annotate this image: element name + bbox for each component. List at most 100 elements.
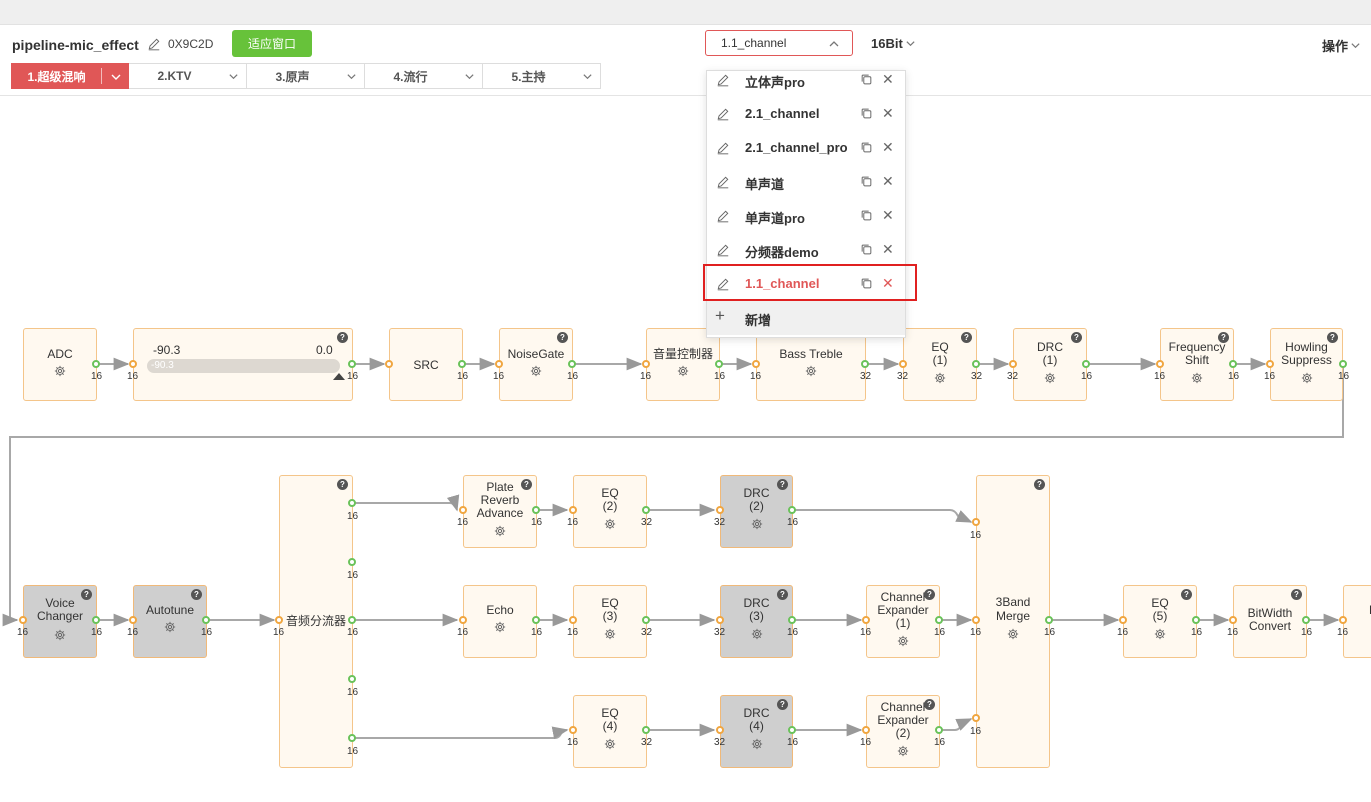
node-volume[interactable]: 音量控制器 — [646, 328, 720, 401]
output-pin[interactable] — [788, 506, 796, 514]
node-voice-changer[interactable]: Voice Changer ? — [23, 585, 97, 658]
close-icon[interactable]: ✕ — [882, 241, 894, 257]
bitwidth-select[interactable]: 16Bit — [871, 36, 916, 51]
input-pin[interactable] — [1266, 360, 1274, 368]
output-pin[interactable] — [348, 734, 356, 742]
output-pin[interactable] — [1082, 360, 1090, 368]
gear-icon[interactable] — [897, 745, 909, 757]
node-howling-suppress[interactable]: Howling Suppress ? — [1270, 328, 1343, 401]
output-pin[interactable] — [92, 360, 100, 368]
copy-icon[interactable] — [860, 243, 873, 256]
gear-icon[interactable] — [897, 635, 909, 647]
gear-icon[interactable] — [805, 365, 817, 377]
gear-icon[interactable] — [604, 628, 616, 640]
gear-icon[interactable] — [164, 621, 176, 633]
node-gain[interactable]: -90.3 0.0 -90.3 ? — [133, 328, 353, 401]
output-pin[interactable] — [972, 360, 980, 368]
output-pin[interactable] — [861, 360, 869, 368]
help-icon[interactable]: ? — [337, 479, 348, 490]
close-icon[interactable]: ✕ — [882, 71, 894, 87]
help-icon[interactable]: ? — [1327, 332, 1338, 343]
input-pin[interactable] — [1229, 616, 1237, 624]
input-pin[interactable] — [569, 616, 577, 624]
gear-icon[interactable] — [751, 738, 763, 750]
output-pin[interactable] — [935, 726, 943, 734]
output-pin[interactable] — [1229, 360, 1237, 368]
gear-icon[interactable] — [934, 372, 946, 384]
input-pin[interactable] — [569, 506, 577, 514]
gear-icon[interactable] — [1301, 372, 1313, 384]
help-icon[interactable]: ? — [777, 479, 788, 490]
input-pin[interactable] — [1009, 360, 1017, 368]
tab-scene-1[interactable]: 1.超级混响 — [11, 63, 129, 89]
tab-scene-4[interactable]: 4.流行 — [365, 63, 483, 89]
help-icon[interactable]: ? — [777, 699, 788, 710]
copy-icon[interactable] — [860, 73, 873, 86]
input-pin[interactable] — [899, 360, 907, 368]
node-drc-3[interactable]: DRC (3) ? — [720, 585, 793, 658]
dropdown-item[interactable]: 分频器demo ✕ — [707, 233, 905, 267]
close-icon[interactable]: ✕ — [882, 207, 894, 223]
input-pin[interactable] — [716, 616, 724, 624]
copy-icon[interactable] — [860, 107, 873, 120]
output-pin[interactable] — [1339, 360, 1347, 368]
input-pin[interactable] — [716, 726, 724, 734]
copy-icon[interactable] — [860, 209, 873, 222]
help-icon[interactable]: ? — [924, 699, 935, 710]
output-pin[interactable] — [348, 616, 356, 624]
dropdown-item-selected[interactable]: 1.1_channel ✕ — [707, 267, 905, 301]
output-pin[interactable] — [1045, 616, 1053, 624]
help-icon[interactable]: ? — [1034, 479, 1045, 490]
gear-icon[interactable] — [530, 365, 542, 377]
output-pin[interactable] — [532, 616, 540, 624]
help-icon[interactable]: ? — [521, 479, 532, 490]
input-pin[interactable] — [1339, 616, 1347, 624]
help-icon[interactable]: ? — [1218, 332, 1229, 343]
input-pin[interactable] — [1156, 360, 1164, 368]
input-pin[interactable] — [752, 360, 760, 368]
node-adc[interactable]: ADC — [23, 328, 97, 401]
output-pin[interactable] — [532, 506, 540, 514]
input-pin[interactable] — [972, 518, 980, 526]
output-pin[interactable] — [935, 616, 943, 624]
close-icon[interactable]: ✕ — [882, 139, 894, 155]
gear-icon[interactable] — [1044, 372, 1056, 384]
gear-icon[interactable] — [604, 518, 616, 530]
dropdown-item[interactable]: 单声道 ✕ — [707, 165, 905, 199]
node-eq-5[interactable]: EQ (5) ? — [1123, 585, 1197, 658]
gear-icon[interactable] — [751, 518, 763, 530]
gain-slider[interactable]: -90.3 — [147, 359, 340, 373]
output-pin[interactable] — [568, 360, 576, 368]
tab-scene-2[interactable]: 2.KTV — [129, 63, 247, 89]
input-pin[interactable] — [569, 726, 577, 734]
node-eq-3[interactable]: EQ (3) — [573, 585, 647, 658]
output-pin[interactable] — [642, 506, 650, 514]
close-icon[interactable]: ✕ — [882, 275, 894, 291]
node-src[interactable]: SRC — [389, 328, 463, 401]
help-icon[interactable]: ? — [924, 589, 935, 600]
edit-icon[interactable] — [716, 73, 730, 87]
close-icon[interactable]: ✕ — [882, 105, 894, 121]
operations-menu[interactable]: 操作 — [1322, 36, 1361, 55]
help-icon[interactable]: ? — [81, 589, 92, 600]
help-icon[interactable]: ? — [1071, 332, 1082, 343]
gear-icon[interactable] — [494, 525, 506, 537]
help-icon[interactable]: ? — [557, 332, 568, 343]
node-noisegate[interactable]: NoiseGate ? — [499, 328, 573, 401]
tab-scene-3[interactable]: 3.原声 — [247, 63, 365, 89]
gear-icon[interactable] — [54, 629, 66, 641]
edit-icon[interactable] — [716, 209, 730, 223]
chevron-down-icon[interactable] — [101, 68, 128, 84]
input-pin[interactable] — [972, 714, 980, 722]
input-pin[interactable] — [19, 616, 27, 624]
output-pin[interactable] — [92, 616, 100, 624]
output-pin[interactable] — [715, 360, 723, 368]
input-pin[interactable] — [1119, 616, 1127, 624]
input-pin[interactable] — [129, 616, 137, 624]
input-pin[interactable] — [716, 506, 724, 514]
output-pin[interactable] — [788, 726, 796, 734]
node-splitter[interactable]: 音频分流器 ? — [279, 475, 353, 768]
fit-window-button[interactable]: 适应窗口 — [232, 30, 312, 57]
help-icon[interactable]: ? — [961, 332, 972, 343]
